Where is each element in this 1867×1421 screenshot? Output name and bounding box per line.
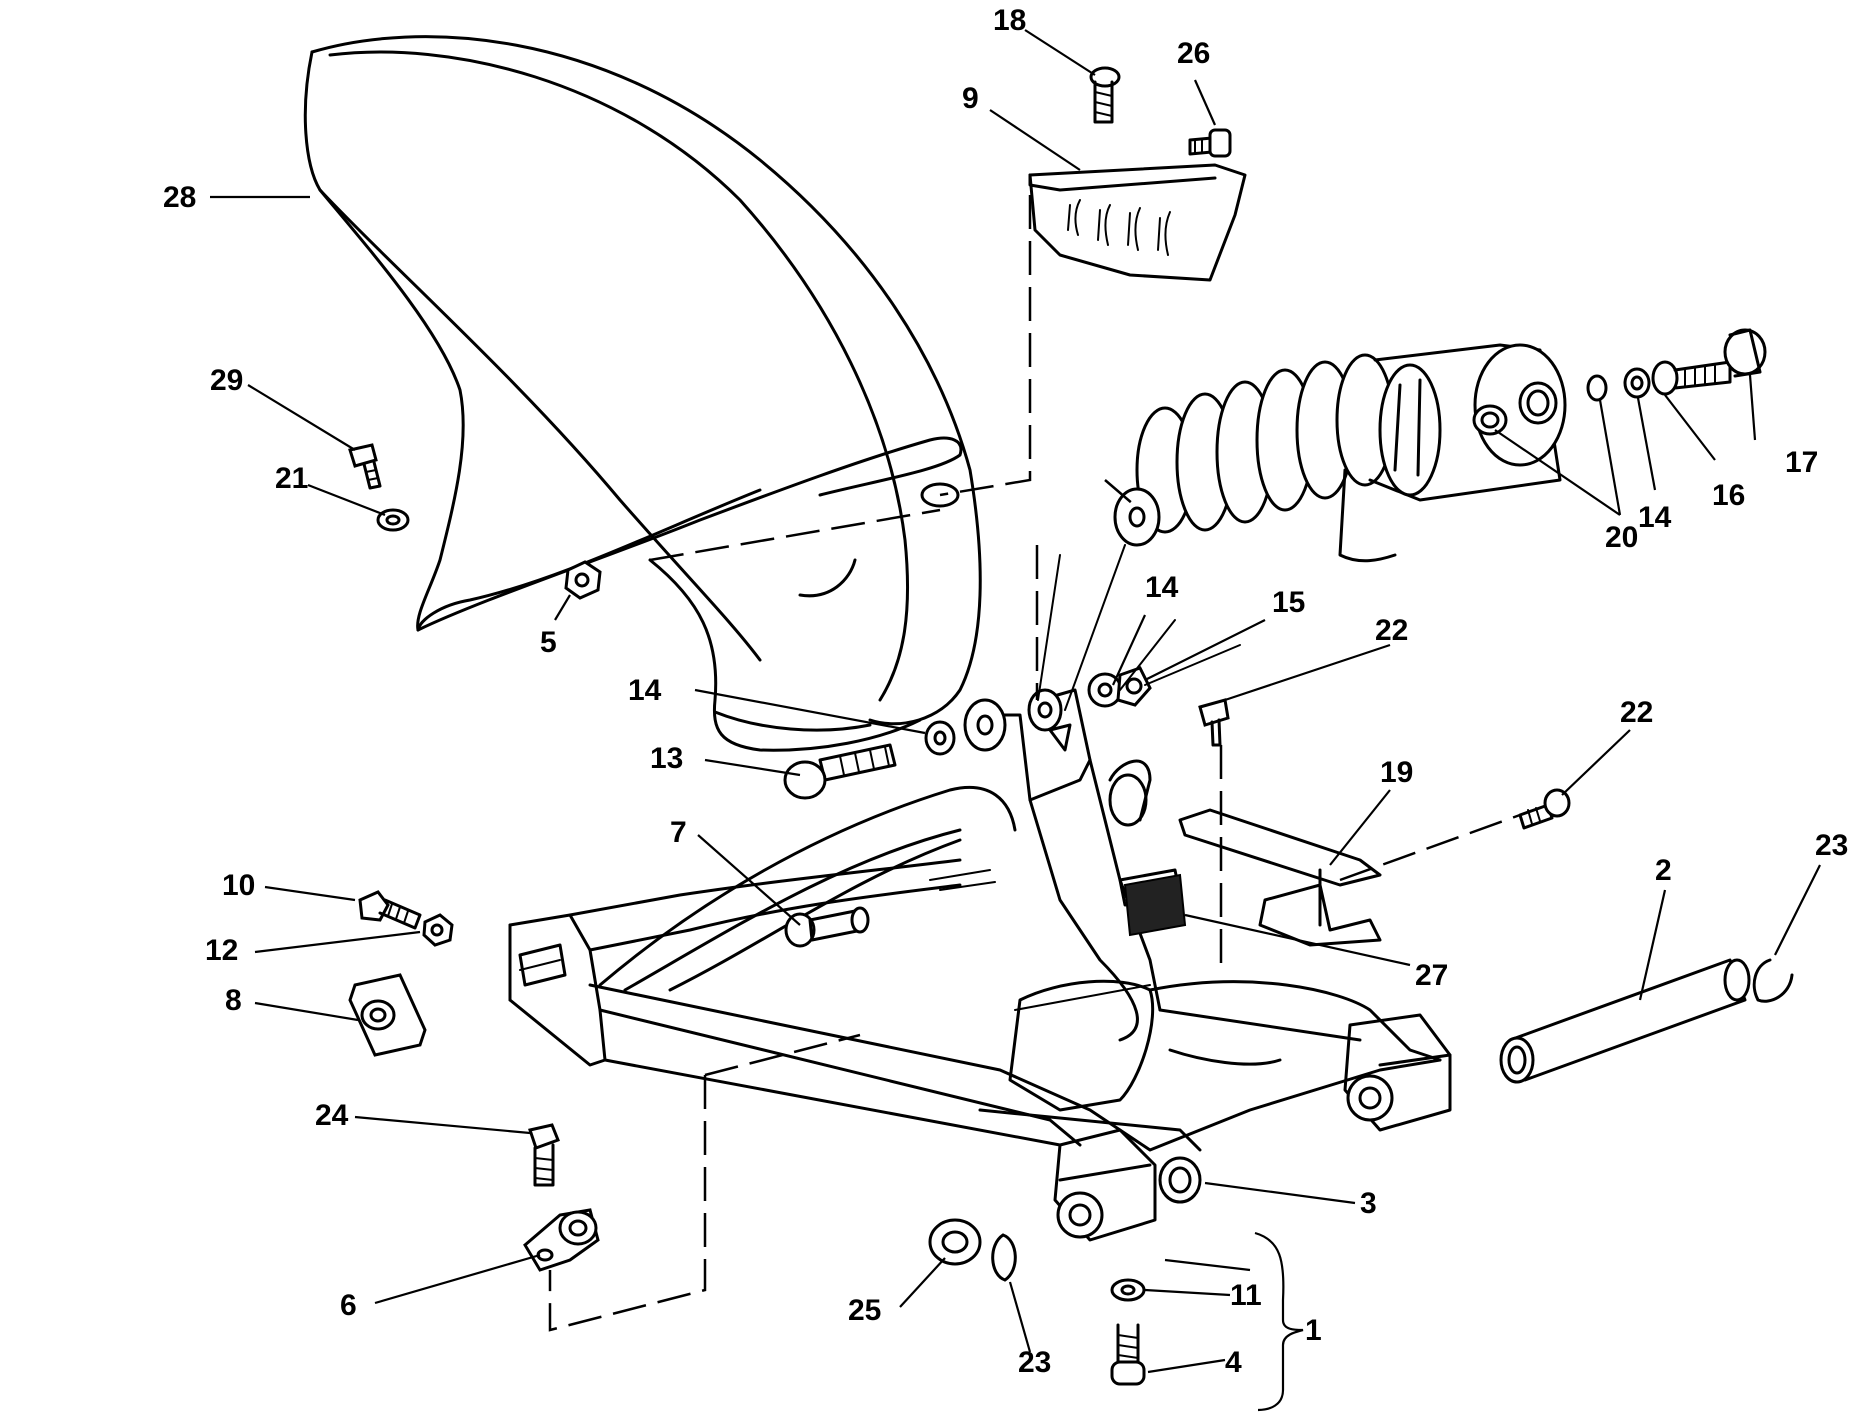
shock-lower-hardware: [1087, 666, 1152, 708]
shock-top-hardware: [1586, 328, 1767, 402]
callout-16: 16: [1712, 479, 1745, 512]
callout-14-upper: 14: [1638, 501, 1672, 534]
callout-24: 24: [315, 1099, 349, 1132]
callout-27: 27: [1415, 959, 1448, 992]
callout-19: 19: [1380, 756, 1413, 789]
screw-26: [1188, 128, 1232, 158]
callout-22-upper: 22: [1375, 614, 1408, 647]
nut-5: [564, 560, 602, 600]
rear-mudguard: [303, 35, 982, 752]
bolt-24: [528, 1123, 560, 1187]
lower-bolt: [1110, 1278, 1146, 1386]
callout-2: 2: [1655, 854, 1672, 887]
nut-12: [422, 913, 454, 947]
bolt-13: [783, 720, 956, 800]
callout-1: 1: [1305, 1314, 1322, 1347]
callout-13: 13: [650, 742, 683, 775]
callout-18: 18: [993, 4, 1026, 37]
callout-7: 7: [670, 816, 687, 849]
circlip-right: [1752, 958, 1794, 1003]
screw-29: [348, 443, 382, 490]
cable-clamp: [523, 1208, 600, 1272]
shock-absorber: [1113, 343, 1567, 563]
callout-22-right: 22: [1620, 696, 1653, 729]
screw-22-right: [1518, 788, 1571, 830]
callout-14-lower: 14: [628, 674, 662, 707]
leader-lines: [210, 29, 1821, 1412]
callout-28: 28: [163, 181, 196, 214]
callout-11: 11: [1230, 1279, 1262, 1312]
bolt-10: [358, 890, 422, 930]
callout-21: 21: [275, 462, 308, 495]
assembly-lines: [548, 195, 1521, 1332]
callout-25: 25: [848, 1294, 881, 1327]
callout-23-right: 23: [1815, 829, 1848, 862]
callout-17: 17: [1785, 446, 1818, 479]
screw-18: [1089, 66, 1121, 124]
pivot-pin: [1499, 958, 1751, 1084]
callout-10: 10: [222, 869, 255, 902]
bush: [928, 1218, 982, 1266]
chain-adjuster-block: [348, 973, 427, 1057]
callout-20: 20: [1605, 521, 1638, 554]
chain-slider-bracket: [1178, 808, 1382, 947]
callout-23-bottom: 23: [1018, 1346, 1051, 1379]
callout-8: 8: [225, 984, 242, 1017]
protection-plate: [1123, 873, 1187, 937]
callout-12: 12: [205, 934, 238, 967]
callout-4: 4: [1225, 1346, 1242, 1379]
swingarm: [508, 688, 1452, 1242]
callout-15: 15: [1272, 586, 1305, 619]
callout-26: 26: [1177, 37, 1210, 70]
chain-guard: [1028, 163, 1247, 282]
callout-6: 6: [340, 1289, 357, 1322]
screw-7: [784, 906, 870, 948]
callout-5: 5: [540, 626, 557, 659]
callout-labels: 28 29 21 5 18 26 9 17 16 14 20 14 15 22 …: [163, 4, 1848, 1379]
callout-14-middle: 14: [1145, 571, 1179, 604]
callout-29: 29: [210, 364, 243, 397]
spacer-ring: [1158, 1156, 1202, 1204]
callout-9: 9: [962, 82, 979, 115]
circlip-bottom: [991, 1233, 1017, 1282]
callout-3: 3: [1360, 1187, 1377, 1220]
washer-21: [376, 508, 410, 532]
screw-22-upper: [1198, 698, 1230, 747]
